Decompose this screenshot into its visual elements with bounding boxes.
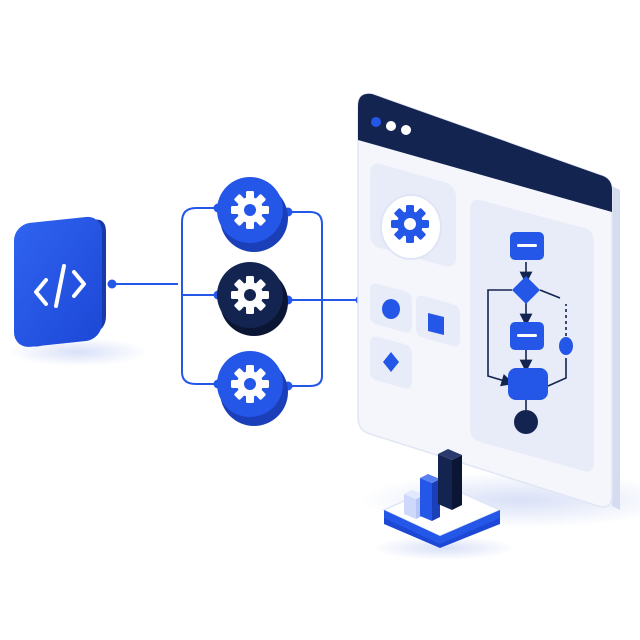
bar-dark [438,454,452,510]
flow-connector-node[interactable] [559,337,573,355]
window-dot-blue[interactable] [371,117,381,127]
gear-icon [231,365,269,403]
flow-decision-diamond[interactable] [512,276,540,304]
circle-shape [382,299,400,319]
gear-node-top[interactable] [217,177,288,252]
connector-lines [112,207,360,387]
flowchart-icon [487,232,573,434]
bar-chart-icon [404,449,462,521]
window-controls[interactable] [371,117,411,135]
code-tile [14,216,106,347]
app-window [357,93,620,510]
flow-process-box[interactable] [508,368,548,400]
connector-dot [107,279,117,289]
gear-icon [231,276,269,314]
gear-node-middle[interactable] [217,262,288,336]
square-shape [428,313,444,335]
window-dot-white[interactable] [401,125,411,135]
bar-medium [420,478,432,521]
bar-chart-block [372,449,516,560]
diamond-shape [383,352,399,372]
gear-icon [231,191,269,229]
code-brackets-icon [34,264,86,308]
window-title-bar [358,93,612,212]
gear-node-bottom[interactable] [217,351,288,426]
bar-light [404,494,416,519]
flow-end-node[interactable] [514,410,538,434]
window-dot-white[interactable] [386,121,396,131]
gear-icon [391,205,429,243]
